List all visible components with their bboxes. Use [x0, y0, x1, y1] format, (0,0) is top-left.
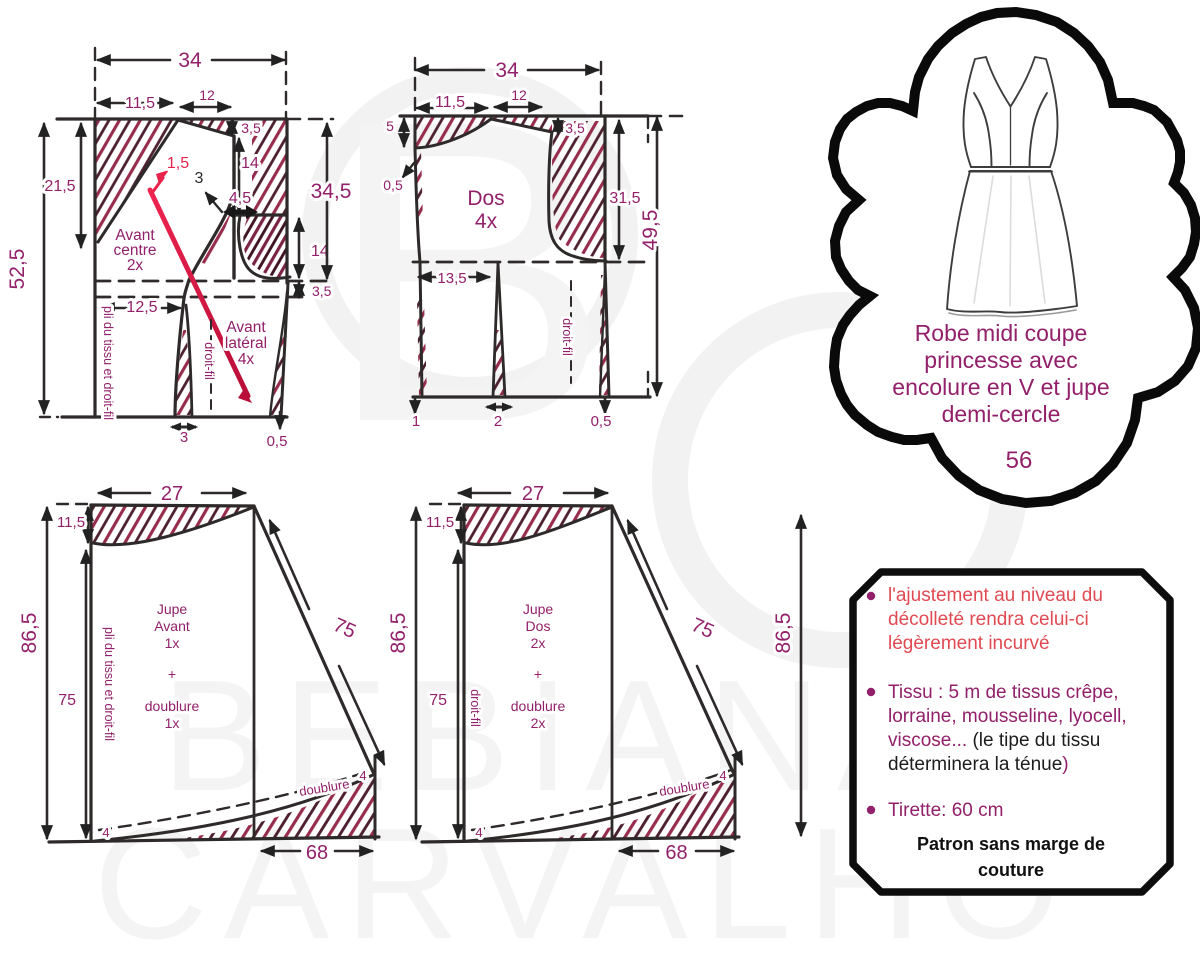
svg-text:droit-fil: droit-fil: [560, 318, 574, 356]
svg-text:2x: 2x: [127, 257, 144, 274]
svg-text:11,5: 11,5: [435, 94, 465, 111]
svg-text:0,5: 0,5: [591, 413, 612, 430]
svg-text:1x: 1x: [165, 715, 180, 731]
svg-text:68: 68: [665, 842, 687, 864]
svg-text:12: 12: [511, 87, 527, 103]
svg-text:droit-fil: droit-fil: [468, 689, 482, 727]
svg-text:4x: 4x: [238, 351, 255, 368]
svg-text:1,5: 1,5: [167, 155, 189, 172]
svg-text:75: 75: [58, 692, 76, 709]
svg-text:demi-cercle: demi-cercle: [942, 401, 1061, 427]
svg-text:11,5: 11,5: [57, 514, 85, 531]
svg-text:Dos: Dos: [526, 618, 551, 634]
svg-text:pli du tissu et droit-fil: pli du tissu et droit-fil: [101, 306, 115, 420]
svg-text:Robe midi coupe: Robe midi coupe: [915, 320, 1088, 346]
svg-text:latéral: latéral: [225, 335, 267, 352]
svg-text:1: 1: [412, 413, 420, 430]
svg-text:doublure: doublure: [145, 698, 200, 714]
svg-text:Patron sans marge de: Patron sans marge de: [917, 834, 1105, 854]
svg-text:+: +: [168, 666, 176, 682]
svg-text:viscose... (le tipe du tissu: viscose... (le tipe du tissu: [888, 730, 1100, 751]
svg-text:princesse avec: princesse avec: [924, 347, 1077, 373]
svg-text:34: 34: [178, 49, 202, 72]
svg-text:Tirette: 60 cm: Tirette: 60 cm: [888, 800, 1003, 821]
svg-text:Dos: Dos: [467, 187, 504, 210]
svg-text:2x: 2x: [531, 715, 546, 731]
svg-text:4: 4: [475, 825, 482, 840]
svg-text:Tissu : 5 m de tissus crêpe,: Tissu : 5 m de tissus crêpe,: [888, 682, 1119, 703]
svg-text:86,5: 86,5: [772, 613, 795, 654]
svg-text:34: 34: [495, 59, 519, 82]
svg-text:pli du tissu et droit-fil: pli du tissu et droit-fil: [102, 627, 116, 741]
svg-text:lorraine, mousseline, lyocell,: lorraine, mousseline, lyocell,: [888, 706, 1127, 727]
svg-text:Jupe: Jupe: [523, 601, 554, 617]
svg-text:75: 75: [429, 692, 447, 709]
svg-text:0,5: 0,5: [383, 177, 403, 193]
svg-text:0,5: 0,5: [267, 433, 288, 450]
svg-text:déterminera la ténue): déterminera la ténue): [888, 754, 1069, 775]
svg-text:5: 5: [386, 118, 394, 134]
svg-text:centre: centre: [113, 242, 156, 259]
svg-text:3,5: 3,5: [241, 120, 261, 136]
svg-text:3: 3: [195, 170, 204, 187]
svg-text:l'ajustement au niveau du: l'ajustement au niveau du: [888, 585, 1103, 606]
svg-text:3,5: 3,5: [565, 120, 585, 136]
svg-text:encolure en V et jupe: encolure en V et jupe: [892, 374, 1109, 400]
svg-text:4: 4: [359, 768, 366, 783]
svg-text:49,5: 49,5: [639, 210, 662, 251]
svg-text:4,5: 4,5: [229, 190, 251, 207]
svg-text:13,5: 13,5: [437, 270, 466, 287]
svg-text:4: 4: [719, 768, 726, 783]
svg-text:27: 27: [161, 483, 183, 505]
svg-text:11,5: 11,5: [426, 514, 454, 531]
svg-text:B: B: [325, 32, 612, 512]
svg-text:3: 3: [180, 429, 188, 446]
svg-text:68: 68: [306, 842, 328, 864]
svg-text:+: +: [534, 666, 542, 682]
svg-text:BEBIANA: BEBIANA: [162, 648, 959, 824]
svg-text:4x: 4x: [475, 210, 498, 233]
svg-text:4: 4: [102, 825, 109, 840]
svg-text:52,5: 52,5: [6, 249, 29, 290]
svg-text:couture: couture: [978, 860, 1044, 880]
svg-text:34,5: 34,5: [311, 180, 352, 203]
svg-text:Avant: Avant: [154, 618, 190, 634]
svg-text:2: 2: [494, 413, 502, 430]
svg-text:11,5: 11,5: [125, 95, 155, 112]
svg-text:doublure: doublure: [511, 698, 566, 714]
svg-text:2x: 2x: [531, 635, 546, 651]
svg-text:27: 27: [522, 483, 544, 505]
svg-text:3,5: 3,5: [312, 283, 332, 299]
svg-text:56: 56: [1006, 447, 1033, 474]
svg-text:Jupe: Jupe: [157, 601, 188, 617]
svg-text:31,5: 31,5: [609, 190, 640, 207]
svg-text:12,5: 12,5: [126, 299, 157, 316]
svg-text:décolleté rendra celui-ci: décolleté rendra celui-ci: [888, 609, 1089, 630]
svg-text:Avant: Avant: [115, 227, 155, 244]
svg-text:14: 14: [241, 155, 259, 172]
svg-text:86,5: 86,5: [387, 613, 410, 654]
svg-text:1x: 1x: [165, 635, 180, 651]
svg-text:droit-fil: droit-fil: [202, 342, 216, 380]
svg-text:12: 12: [199, 87, 215, 103]
svg-text:Avant: Avant: [226, 319, 266, 336]
svg-text:légèrement incurvé: légèrement incurvé: [888, 633, 1050, 654]
svg-text:21,5: 21,5: [44, 178, 75, 195]
svg-text:86,5: 86,5: [18, 613, 41, 654]
